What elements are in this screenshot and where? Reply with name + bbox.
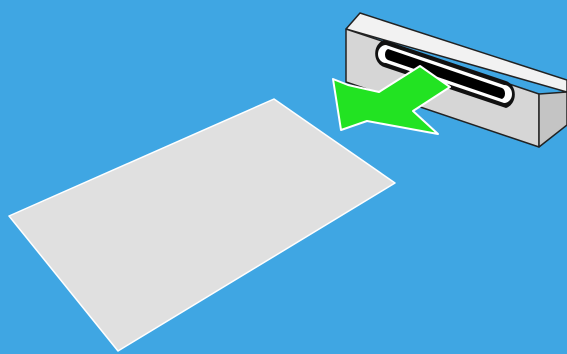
print-output-illustration [0,0,567,354]
illustration-canvas [0,0,567,354]
